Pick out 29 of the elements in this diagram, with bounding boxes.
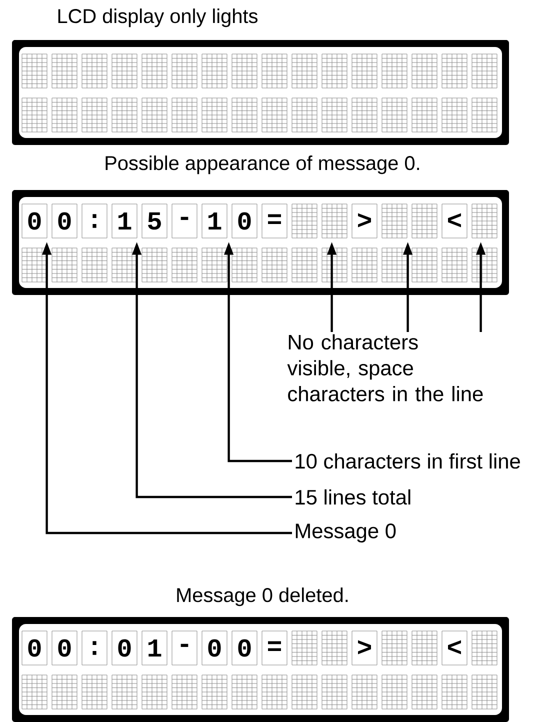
- display-character: 0: [58, 639, 71, 657]
- display-character: 1: [118, 212, 132, 230]
- display-character: =: [268, 214, 281, 224]
- annotation-text: No characters visible, space characters in the line: [287, 334, 483, 402]
- node-label: Possible appearance of message 0.: [106, 156, 419, 174]
- node-label: LCD display only lights: [58, 8, 258, 28]
- display-character: 0: [238, 212, 251, 230]
- display-character: >: [358, 640, 371, 654]
- display-character: =: [268, 641, 281, 652]
- display-character: :: [92, 214, 96, 228]
- display-character: 0: [238, 639, 251, 657]
- display-character: <: [448, 640, 461, 654]
- annotation-text: 10 characters in first line: [296, 453, 520, 469]
- display-character: 0: [208, 639, 221, 657]
- display-character: -: [180, 644, 188, 647]
- display-character: :: [92, 641, 96, 655]
- display-character: 1: [148, 639, 162, 657]
- display-character: 0: [28, 639, 41, 657]
- display-character: 5: [148, 212, 161, 230]
- display-character: >: [358, 213, 371, 228]
- node-label: Message 0 deleted.: [177, 588, 348, 606]
- display-character: -: [180, 216, 188, 220]
- display-character: 0: [58, 212, 71, 230]
- display-character: <: [448, 213, 461, 228]
- display-character: 0: [118, 639, 131, 657]
- display-character: 0: [28, 212, 41, 230]
- annotation-text: Message 0: [296, 524, 396, 542]
- display-character: 1: [208, 212, 222, 230]
- annotation-text: 15 lines total: [296, 489, 410, 505]
